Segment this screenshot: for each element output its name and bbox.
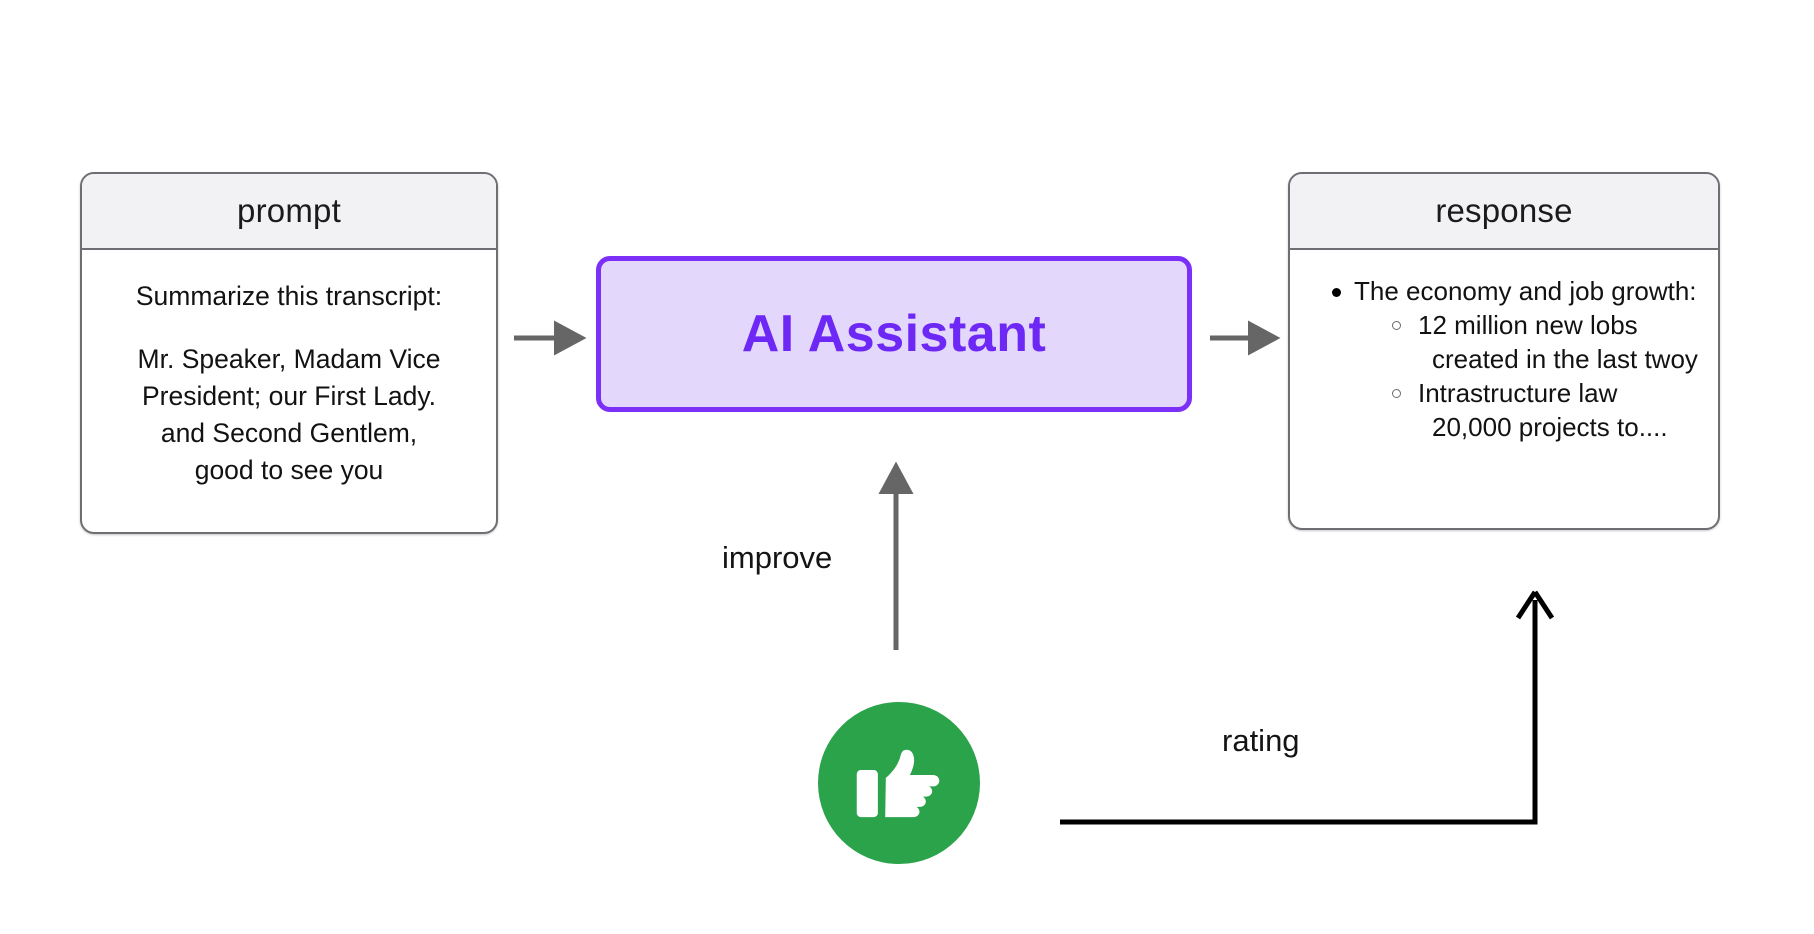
response-sub-bullet-list: 12 million new lobs created in the last … (1354, 308, 1704, 444)
ai-assistant-label: AI Assistant (741, 305, 1047, 363)
prompt-text-line-1: Summarize this transcript: (135, 281, 443, 311)
response-sub-bullet-1-line-2: created in the last twoy (1432, 344, 1698, 374)
prompt-text-line-4: and Second Gentlem, (160, 418, 418, 448)
response-bullet-list: The economy and job growth: 12 million n… (1304, 274, 1704, 444)
edge-label-rating: rating (1222, 723, 1300, 758)
prompt-text-line-5: good to see you (194, 455, 384, 485)
edge-rating (1060, 590, 1555, 825)
response-sub-bullet-2-line-2: 20,000 projects to.... (1432, 412, 1668, 442)
ai-assistant-node[interactable]: AI Assistant (596, 256, 1192, 412)
prompt-card-body: Summarize this transcript: Mr. Speaker, … (82, 250, 496, 489)
response-sub-bullet-2-line-1: Intrastructure law (1418, 378, 1618, 408)
prompt-card-header: prompt (82, 174, 496, 250)
thumbs-up-icon (856, 749, 940, 818)
prompt-card: prompt Summarize this transcript: Mr. Sp… (80, 172, 498, 534)
prompt-text-line-3: President; our First Lady. (141, 381, 437, 411)
edge-label-improve: improve (722, 540, 833, 575)
response-bullet-text: The economy and job growth: (1354, 276, 1697, 306)
prompt-text-line-2: Mr. Speaker, Madam Vice (137, 344, 441, 374)
response-sub-bullet-1-line-1: 12 million new lobs (1418, 310, 1638, 340)
list-item: Intrastructure law 20,000 projects to...… (1390, 376, 1704, 444)
response-card-body: The economy and job growth: 12 million n… (1290, 250, 1718, 444)
response-card: response The economy and job growth: 12 … (1288, 172, 1720, 530)
response-card-header: response (1290, 174, 1718, 250)
list-item: The economy and job growth: 12 million n… (1328, 274, 1704, 444)
prompt-text-spacer (100, 315, 478, 341)
list-item: 12 million new lobs created in the last … (1390, 308, 1704, 376)
thumbs-up-feedback-button[interactable] (818, 702, 980, 864)
